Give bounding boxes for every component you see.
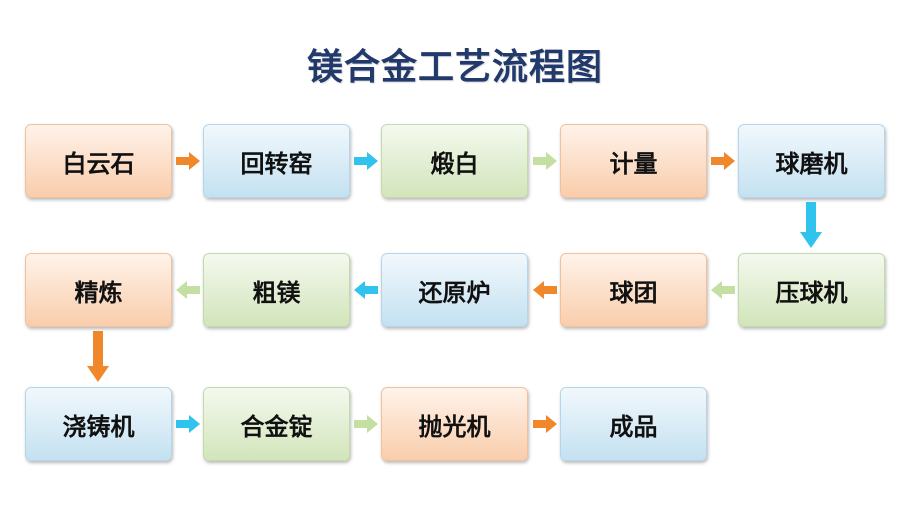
node-label: 计量 — [609, 149, 658, 178]
flow-arrow-reduction-furnace-to-crude-magnesium — [354, 281, 378, 299]
node-label: 浇铸机 — [62, 412, 135, 441]
flow-arrow-dolomite-to-rotary-kiln — [176, 152, 200, 170]
node-finished-product: 成品 — [560, 387, 707, 461]
node-label: 白云石 — [62, 149, 135, 178]
flow-arrow-refining-to-casting-machine — [87, 331, 109, 382]
node-reduction-furnace: 还原炉 — [381, 253, 528, 327]
node-label: 合金锭 — [240, 412, 313, 441]
node-label: 压球机 — [775, 278, 848, 307]
flow-arrow-alloy-ingot-to-polishing-machine — [354, 415, 378, 433]
flow-arrow-rotary-kiln-to-calcined-dolomite — [354, 152, 378, 170]
node-label: 球磨机 — [775, 149, 848, 178]
node-casting-machine: 浇铸机 — [25, 387, 172, 461]
flow-arrow-pellets-to-reduction-furnace — [533, 281, 557, 299]
flow-arrow-crude-magnesium-to-refining — [176, 281, 200, 299]
flow-arrow-ball-mill-to-briquetting-machine — [800, 202, 822, 248]
node-label: 精炼 — [74, 278, 123, 307]
flow-arrow-polishing-machine-to-finished-product — [533, 415, 557, 433]
flow-arrow-casting-machine-to-alloy-ingot — [176, 415, 200, 433]
node-label: 煅白 — [430, 149, 479, 178]
node-pellets: 球团 — [560, 253, 707, 327]
flow-arrow-calcined-dolomite-to-metering — [533, 152, 557, 170]
node-calcined-dolomite: 煅白 — [381, 124, 528, 198]
node-label: 粗镁 — [252, 278, 301, 307]
diagram-title: 镁合金工艺流程图 — [306, 47, 603, 88]
node-label: 成品 — [609, 412, 658, 441]
node-label: 抛光机 — [418, 412, 491, 441]
node-rotary-kiln: 回转窑 — [203, 124, 350, 198]
node-label: 球团 — [609, 278, 658, 307]
node-alloy-ingot: 合金锭 — [203, 387, 350, 461]
node-briquetting-machine: 压球机 — [738, 253, 885, 327]
flow-arrow-metering-to-ball-mill — [711, 152, 735, 170]
node-refining: 精炼 — [25, 253, 172, 327]
node-polishing-machine: 抛光机 — [381, 387, 528, 461]
flow-arrow-briquetting-machine-to-pellets — [711, 281, 735, 299]
node-label: 还原炉 — [418, 278, 491, 307]
node-crude-magnesium: 粗镁 — [203, 253, 350, 327]
node-ball-mill: 球磨机 — [738, 124, 885, 198]
node-dolomite: 白云石 — [25, 124, 172, 198]
node-metering: 计量 — [560, 124, 707, 198]
node-label: 回转窑 — [240, 149, 313, 178]
